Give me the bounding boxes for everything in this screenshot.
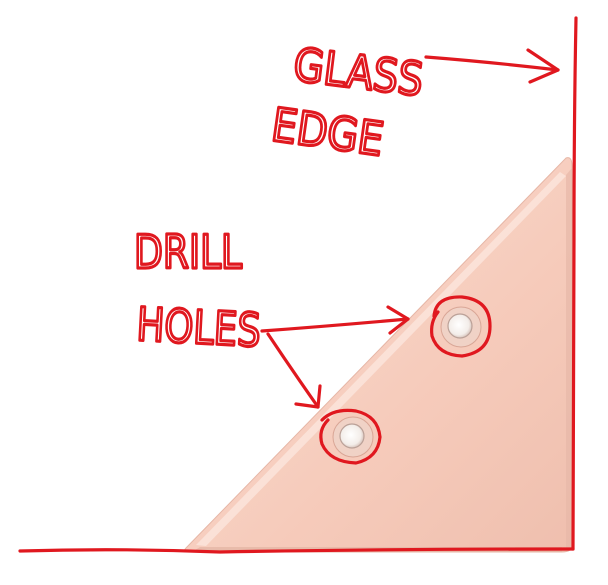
plate-right-shadow [566,168,572,548]
drill-hole-upper [440,306,482,348]
drill-hole-markers [319,295,492,465]
drill-holes-arrows [260,305,410,409]
glass-edge-label: GLASS EDGE [267,36,428,168]
drill-hole-lower [332,416,374,458]
glass-edge-label-line1: GLASS [291,37,427,106]
drill-hole-arrow-upper [260,317,410,333]
glass-edge-vertical-line [571,16,578,551]
drill-holes-label-line1: DRILL [134,225,242,279]
drill-holes-label: DRILL HOLES [132,223,263,359]
drill-holes-label-line2: HOLES [135,297,262,357]
drill-hole-marker-upper [430,295,492,358]
glass-edge-lines [18,16,578,554]
plate-bevel [196,172,566,546]
glass-edge-arrow [424,48,560,84]
drill-hole-arrow-lower [266,332,320,409]
drill-hole-marker-lower [319,408,382,465]
glass-edge-label-line2: EDGE [268,97,386,166]
bracket-plate [184,157,573,553]
glass-edge-horizontal-line [18,547,575,554]
